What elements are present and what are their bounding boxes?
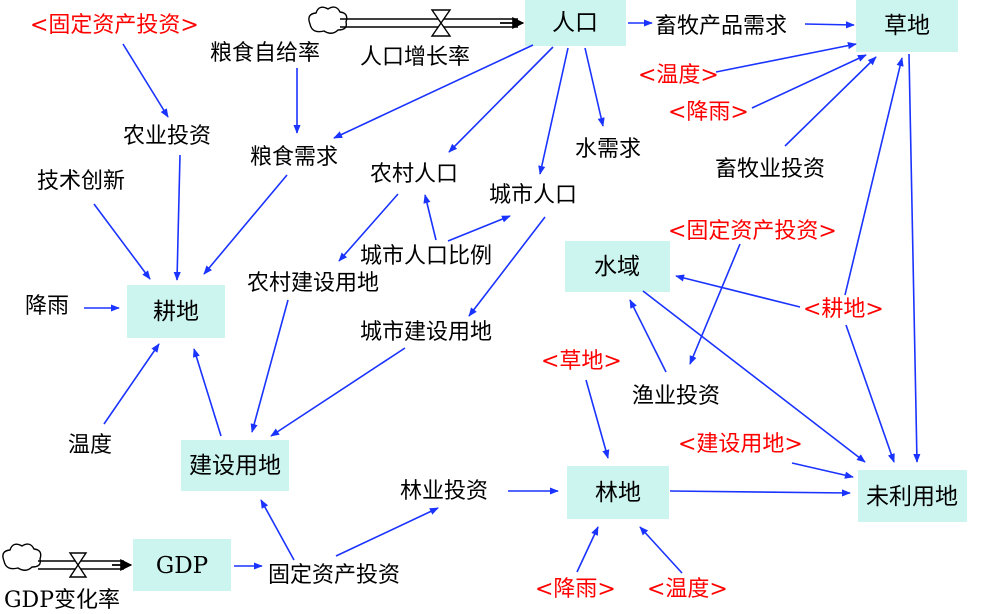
population-growth-rate-label: 人口增长率 [360,45,470,70]
shadow-fixed-asset-investment-top: <固定资产投资> [30,13,199,38]
arrow-food-demand-farmland [203,174,288,275]
arrow-urban-construction-construction [270,347,406,437]
stock-grassland-label: 草地 [884,13,930,39]
arrow-grassland-unused [908,53,921,463]
arrow-farmland-grassland [844,57,904,296]
arrow-husbandry-investment-grassland [784,56,877,147]
arrow-tech-innovation-farmland [93,203,151,280]
shadow-construction-land: <建设用地> [678,432,803,457]
shadow-temperature-grassland: <温度> [638,63,719,88]
forestry-investment-label: 林业投资 [400,479,488,504]
arrow-forest-unused [669,489,851,497]
shadow-grassland: <草地> [541,349,622,374]
arrow-rural-population-rural-construction [338,193,399,262]
arrow-construction-unused [791,462,854,479]
shadow-temperature-forest: <温度> [647,577,728,602]
stock-gdp: GDP [133,539,231,591]
arrow-fixed-asset-forestry-investment [335,507,439,557]
stock-unused-land: 未利用地 [858,470,967,522]
food-self-sufficiency-label: 粮食自给率 [210,41,320,66]
arrow-rainfall-grassland [751,54,867,109]
stock-construction-land: 建设用地 [181,440,289,491]
flow-gdp-change: GDP变化率 [2,543,133,613]
arrow-population-rural-population [448,46,554,153]
arrow-temperature-farmland [103,343,160,425]
arrow-water-unused [642,290,866,463]
arrow-rural-construction-construction [250,299,289,433]
stock-farmland-label: 耕地 [153,299,199,325]
food-demand-label: 粮食需求 [250,145,338,170]
arrow-grassland-forest [585,379,610,459]
arrow-rainfall-forest [576,526,599,573]
arrow-farmland-unused [845,324,895,463]
stock-population-label: 人口 [552,10,598,36]
arrow-ratio-urban-population [447,215,511,242]
arrow-urban-population-urban-construction [468,216,546,317]
arrow-fixed-asset-fishery [689,243,741,365]
tech-innovation-label: 技术创新 [37,169,125,194]
arrow-fixed-asset-agri-investment [122,43,169,118]
fixed-asset-investment-label: 固定资产投资 [268,563,400,588]
agricultural-investment-label: 农业投资 [123,124,211,149]
stock-grassland: 草地 [856,0,958,52]
water-demand-label: 水需求 [575,137,641,162]
arrow-temperature-grassland [715,42,857,73]
cloud-icon [308,6,348,34]
stock-unused-land-label: 未利用地 [866,484,958,510]
valve-icon [430,9,452,37]
shadow-rainfall-forest: <降雨> [535,577,616,602]
stock-water-area: 水域 [565,241,670,292]
arrow-farmland-water [675,274,801,308]
fishery-investment-label: 渔业投资 [632,384,720,409]
rainfall-label: 降雨 [25,294,69,319]
cloud-icon [2,543,42,571]
arrow-agri-investment-farmland [173,154,181,281]
arrow-construction-farmland [192,348,222,437]
flow-population-growth: 人口增长率 [308,6,525,70]
stock-forest-land: 林地 [567,466,669,519]
arrow-temperature-forest [639,526,683,574]
shadow-fixed-asset-investment-right: <固定资产投资> [668,219,837,244]
arrow-population-water-demand [584,47,605,127]
valve-icon [68,552,88,578]
arrow-population-urban-population [538,47,569,175]
stock-population: 人口 [525,0,626,46]
rural-construction-land-label: 农村建设用地 [247,271,379,296]
arrow-fixed-asset-construction [260,499,295,561]
stock-farmland: 耕地 [127,285,225,338]
causal-links [84,19,921,574]
urban-population-label: 城市人口 [489,183,577,208]
urban-population-ratio-label: 城市人口比例 [360,244,492,269]
urban-construction-land-label: 城市建设用地 [360,320,492,345]
arrow-population-food-demand [333,44,534,139]
shadow-farmland: <耕地> [803,297,884,322]
arrow-fishery-water [629,299,667,373]
livestock-demand-label: 畜牧产品需求 [655,14,787,39]
arrow-ratio-rural-population [423,194,437,241]
stock-forest-land-label: 林地 [595,480,641,506]
rural-population-label: 农村人口 [370,162,458,187]
stock-gdp-label: GDP [156,553,208,579]
stock-construction-land-label: 建设用地 [189,453,281,479]
temperature-label: 温度 [68,433,112,458]
arrow-livestock-demand-grassland [804,21,855,29]
stock-water-area-label: 水域 [594,254,640,280]
shadow-rainfall-grassland: <降雨> [668,100,749,125]
animal-husbandry-investment-label: 畜牧业投资 [715,157,825,182]
gdp-change-rate-label: GDP变化率 [4,588,120,613]
